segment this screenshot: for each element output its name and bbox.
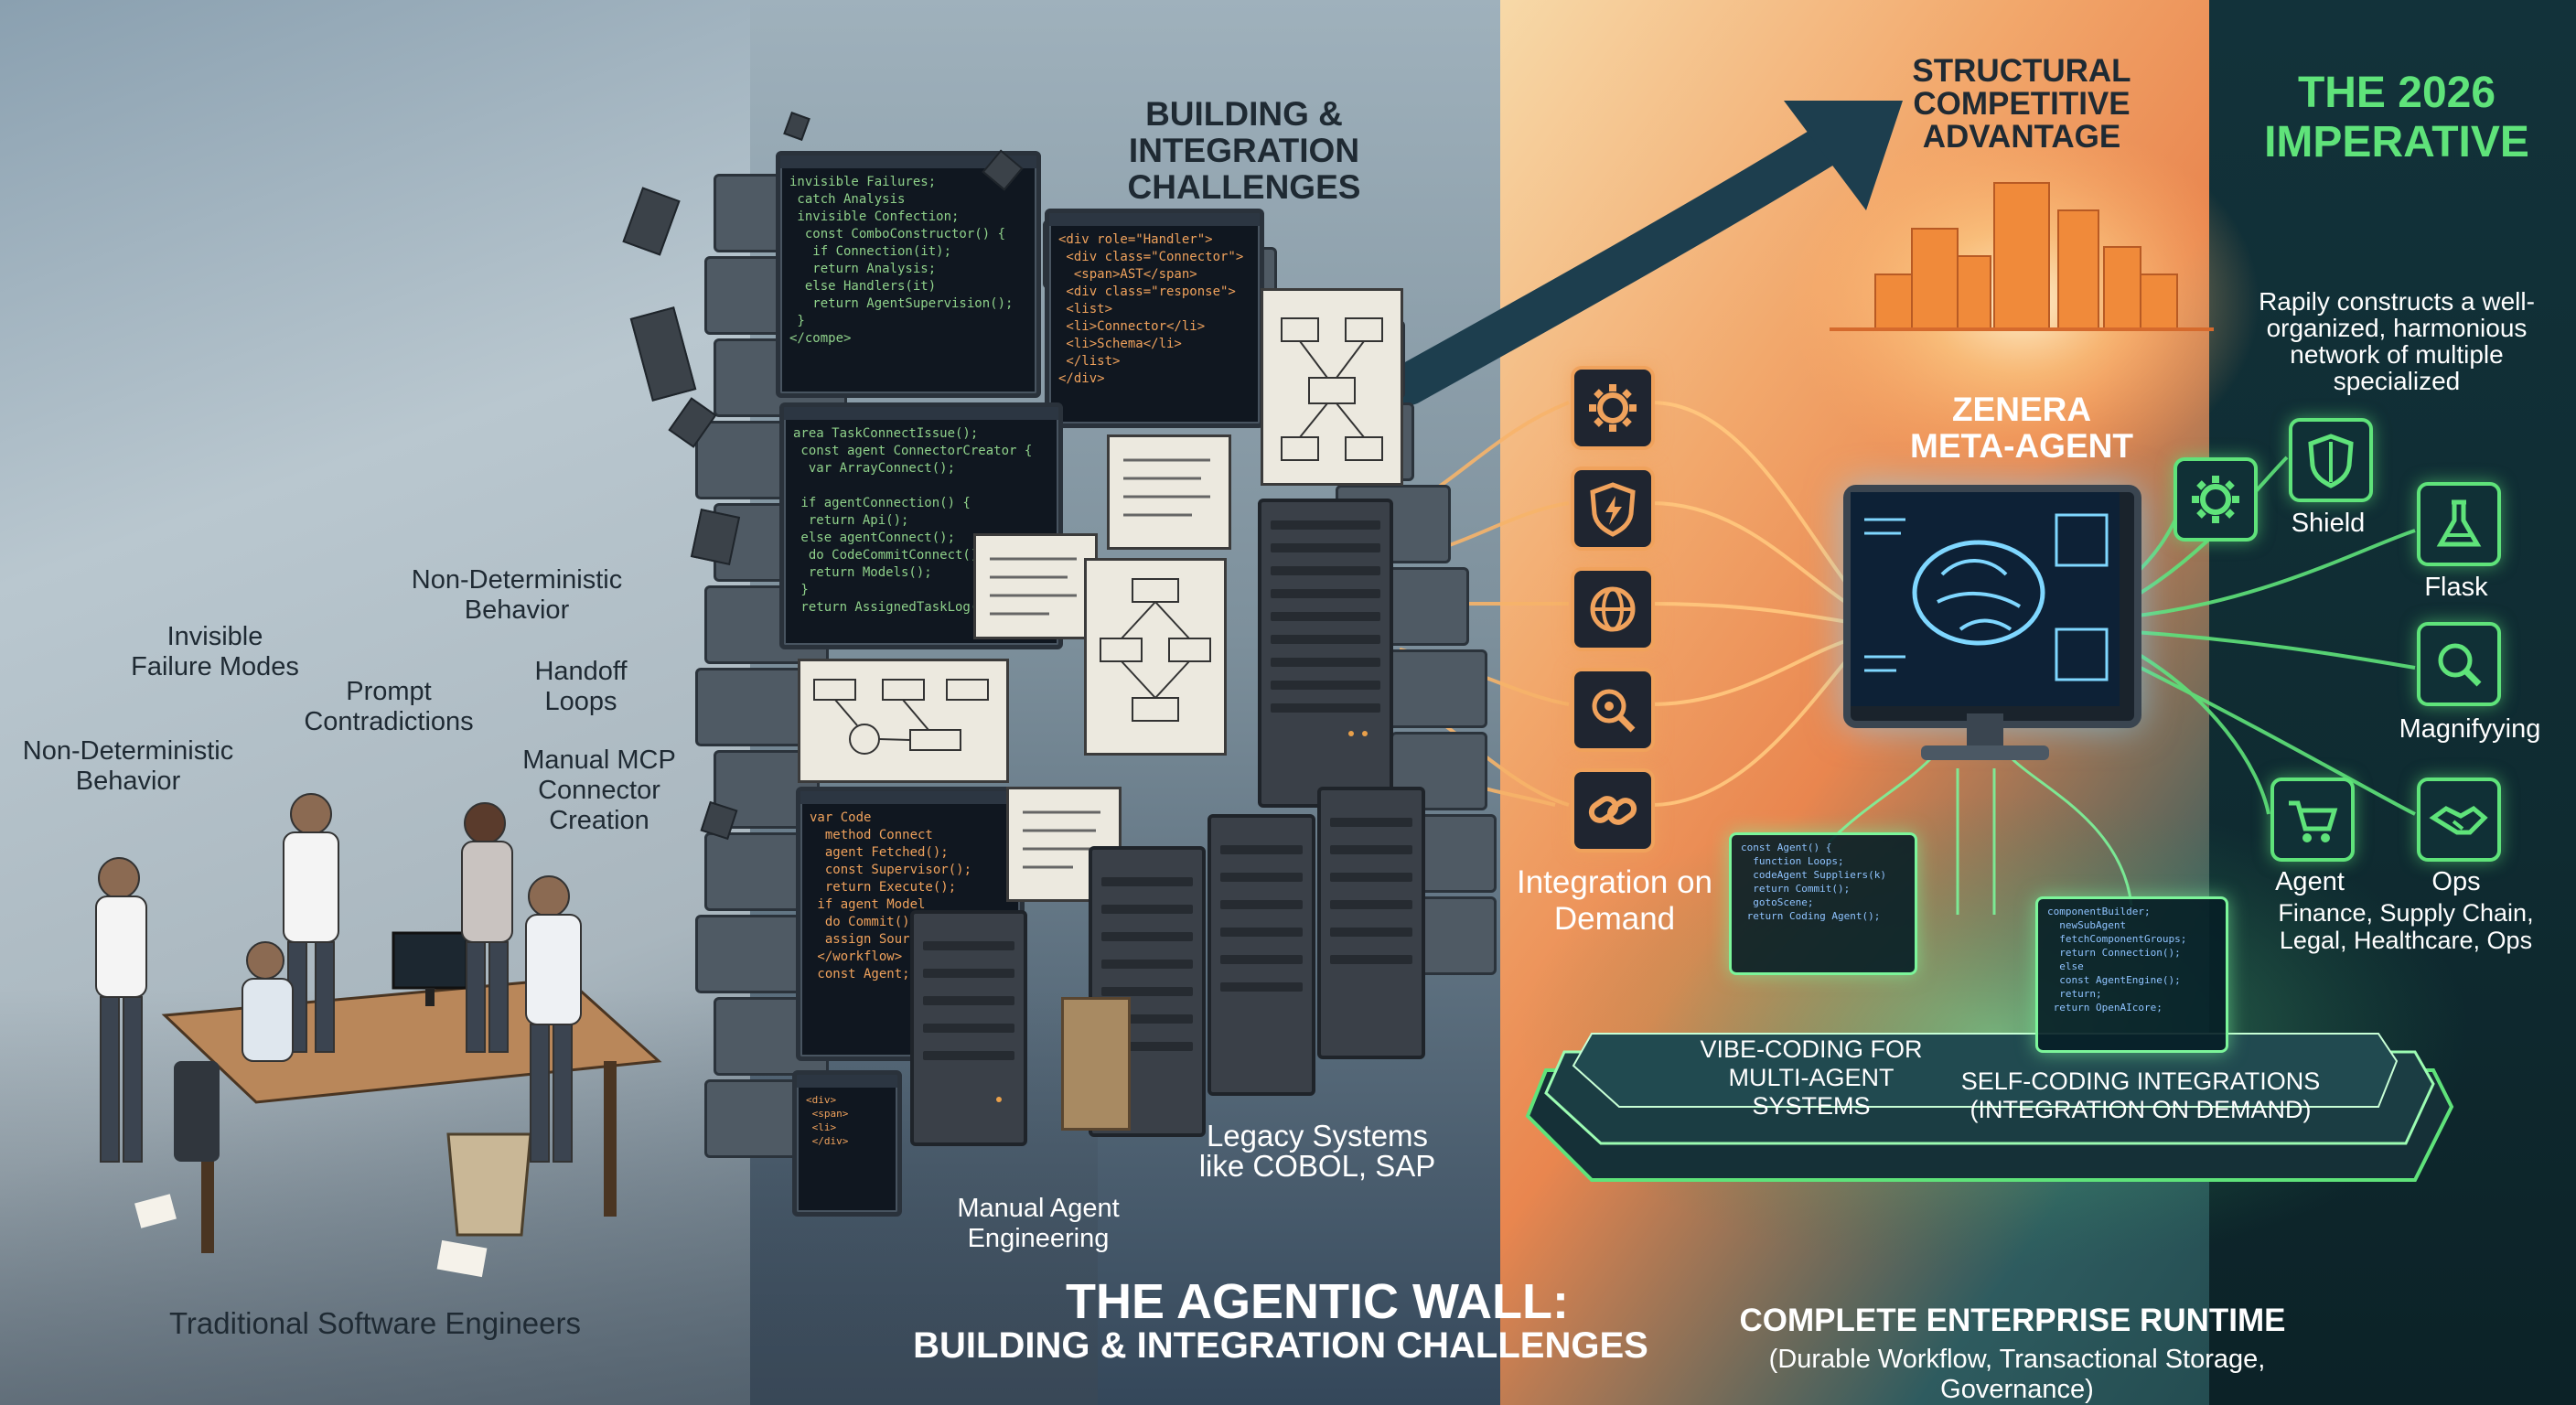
vibe-code-panel: const Agent() { function Loops; codeAgen… [1729, 832, 1917, 975]
self-code-panel: componentBuilder; newSubAgent fetchCompo… [2035, 896, 2228, 1053]
code-screen: <div> <span> <li> </div> [792, 1070, 902, 1217]
code-screen: <div role="Handler"> <div class="Connect… [1045, 209, 1264, 428]
issue-label-invisible-failure: Invisible Failure Modes [131, 622, 299, 681]
domains-label: Finance, Supply Chain, Legal, Healthcare… [2278, 899, 2534, 954]
cart-icon[interactable] [2270, 778, 2355, 862]
desk [161, 977, 662, 1104]
engineer-person [461, 802, 513, 1053]
link-icon[interactable] [1571, 768, 1655, 853]
flask-icon[interactable] [2417, 482, 2501, 566]
main-subtitle: BUILDING & INTEGRATION CHALLENGES [913, 1325, 1648, 1366]
code-block: <div role="Handler"> <div class="Connect… [1058, 232, 1244, 386]
self-coding-label: SELF-CODING INTEGRATIONS (INTEGRATION ON… [1960, 1067, 2321, 1123]
note-paper [1006, 787, 1122, 902]
ops-label: Ops [2431, 867, 2481, 896]
issue-label-nondeterministic-2: Non-Deterministic Behavior [411, 565, 623, 625]
engineers-caption: Traditional Software Engineers [168, 1306, 581, 1340]
runtime-title: COMPLETE ENTERPRISE RUNTIME [1739, 1303, 2286, 1338]
code-block: <div> <span> <li> </div> [806, 1094, 849, 1147]
server-rack [1258, 499, 1393, 808]
meta-agent-title: ZENERA META-AGENT [1910, 391, 2133, 465]
shield-icon[interactable] [2289, 418, 2373, 502]
issue-label-handoff-loops: Handoff Loops [534, 657, 628, 716]
advantage-arrow-head [1784, 101, 1903, 210]
server-rack [910, 910, 1027, 1146]
globe-icon[interactable] [1571, 567, 1655, 651]
advantage-title: STRUCTURAL COMPETITIVE ADVANTAGE [1912, 53, 2131, 155]
engineer-person [95, 857, 147, 1163]
code-block: invisible Failures; catch Analysis invis… [789, 175, 1014, 346]
magnifier-icon[interactable] [2417, 622, 2501, 706]
flask-label: Flask [2424, 573, 2488, 602]
engineers-scene [95, 793, 662, 1278]
wall-top-title: BUILDING & INTEGRATION CHALLENGES [1127, 95, 1361, 206]
code-block: var Code method Connect agent Fetched();… [810, 810, 972, 981]
trash-bin [446, 1132, 532, 1237]
runtime-subtitle: (Durable Workflow, Transactional Storage… [1768, 1345, 2266, 1404]
engineer-person [525, 875, 582, 1163]
legacy-systems-label: Legacy Systems like COBOL, SAP [1198, 1119, 1436, 1183]
magnifier-label: Magnifyying [2399, 714, 2541, 744]
vibe-coding-label: VIBE-CODING FOR MULTI-AGENT SYSTEMS [1700, 1035, 1923, 1120]
shield-label: Shield [2291, 509, 2366, 538]
engineer-person [242, 941, 294, 1062]
imperative-title: THE 2026 IMPERATIVE [2264, 69, 2529, 166]
note-paper [1107, 434, 1231, 550]
issue-label-nondeterministic: Non-Deterministic Behavior [22, 736, 234, 796]
shield-bolt-icon[interactable] [1571, 467, 1655, 551]
engineer-person [283, 793, 339, 1053]
manual-agent-label: Manual Agent Engineering [957, 1194, 1120, 1253]
server-rack [1089, 846, 1206, 1137]
issue-label-manual-mcp: Manual MCP Connector Creation [522, 745, 676, 835]
imperative-description: Rapily constructs a well-organized, harm… [2259, 287, 2535, 395]
note-paper [973, 533, 1098, 639]
advantage-arrow [1388, 116, 1860, 405]
integration-on-demand-label: Integration on Demand [1516, 864, 1713, 937]
code-screen: invisible Failures; catch Analysis invis… [776, 151, 1041, 398]
meta-agent-monitor [1843, 485, 2141, 728]
cardboard-box [1061, 997, 1131, 1131]
flowchart-paper [1084, 558, 1227, 756]
issue-label-prompt-contradictions: Prompt Contradictions [304, 677, 474, 736]
desk-monitor [392, 931, 468, 990]
main-title: THE AGENTIC WALL: [1066, 1274, 1569, 1329]
server-rack [1208, 814, 1315, 1096]
magnifier-gear-icon[interactable] [1571, 668, 1655, 752]
flowchart-paper [1261, 288, 1403, 486]
monitor-base [1921, 745, 2049, 760]
handshake-icon[interactable] [2417, 778, 2501, 862]
gear-icon[interactable] [2174, 457, 2258, 542]
server-rack [1317, 787, 1425, 1059]
code-block: area TaskConnectIssue(); const agent Con… [793, 426, 1033, 615]
flowchart-paper [798, 659, 1009, 783]
gear-icon[interactable] [1571, 366, 1655, 450]
agent-label: Agent [2275, 867, 2345, 896]
icon-to-agent-lines [1650, 401, 1850, 807]
brain-icon [1912, 540, 2045, 646]
platform-up-lines [1828, 757, 2133, 915]
monitor-stand [1967, 713, 2003, 750]
office-chair [174, 1061, 220, 1162]
